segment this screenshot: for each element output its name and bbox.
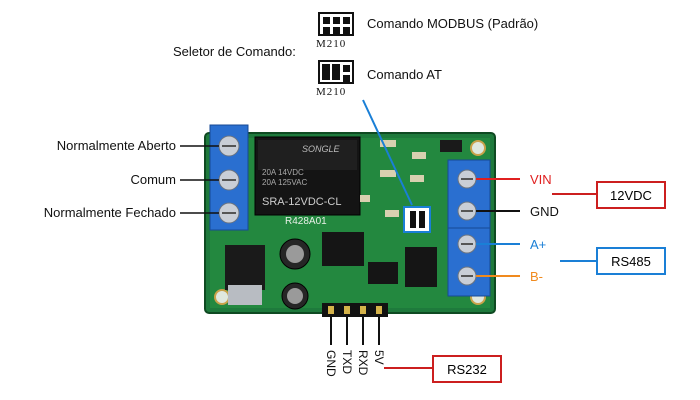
mount-hole — [470, 140, 486, 156]
modbus-jumper-icon — [318, 12, 354, 36]
mount-hole — [214, 289, 230, 305]
gnd-label: GND — [530, 204, 559, 219]
at-pin-label: M210 — [316, 86, 347, 98]
rs232-pin-gnd: GND — [324, 350, 338, 377]
rs232-pin-txd: TXD — [340, 350, 354, 374]
b-minus-label: B- — [530, 269, 543, 284]
rs485-box: RS485 — [596, 247, 666, 275]
ic-chip — [405, 247, 437, 287]
board-code: R428A01 — [285, 216, 327, 227]
voltage-regulator — [225, 245, 265, 290]
relay-rating-1: 20A 14VDC — [262, 168, 304, 177]
rs232-box: RS232 — [432, 355, 502, 383]
12vdc-box: 12VDC — [596, 181, 666, 209]
ic-chip — [322, 232, 364, 266]
selector-label: Seletor de Comando: — [173, 44, 296, 59]
normally-open-label: Normalmente Aberto — [56, 138, 176, 153]
vin-label: VIN — [530, 172, 552, 187]
ic-chip — [368, 262, 398, 284]
modbus-option-label: Comando MODBUS (Padrão) — [367, 16, 539, 31]
common-label: Comum — [130, 172, 176, 187]
selector-pointer — [362, 99, 413, 206]
a-plus-label: A+ — [530, 237, 547, 252]
normally-closed-label: Normalmente Fechado — [43, 205, 176, 220]
board-jumper — [403, 206, 431, 233]
relay-brand: SONGLE — [302, 144, 340, 154]
relay-rating-2: 20A 125VAC — [262, 178, 308, 187]
rs232-pin-5v: 5V — [372, 350, 386, 365]
rs232-pin-rxd: RXD — [356, 350, 370, 376]
rs232-header — [322, 303, 388, 317]
relay-model: SRA-12VDC-CL — [262, 196, 342, 208]
at-jumper-icon — [318, 60, 354, 84]
at-option-label: Comando AT — [367, 67, 442, 82]
modbus-pin-label: M210 — [316, 38, 347, 50]
